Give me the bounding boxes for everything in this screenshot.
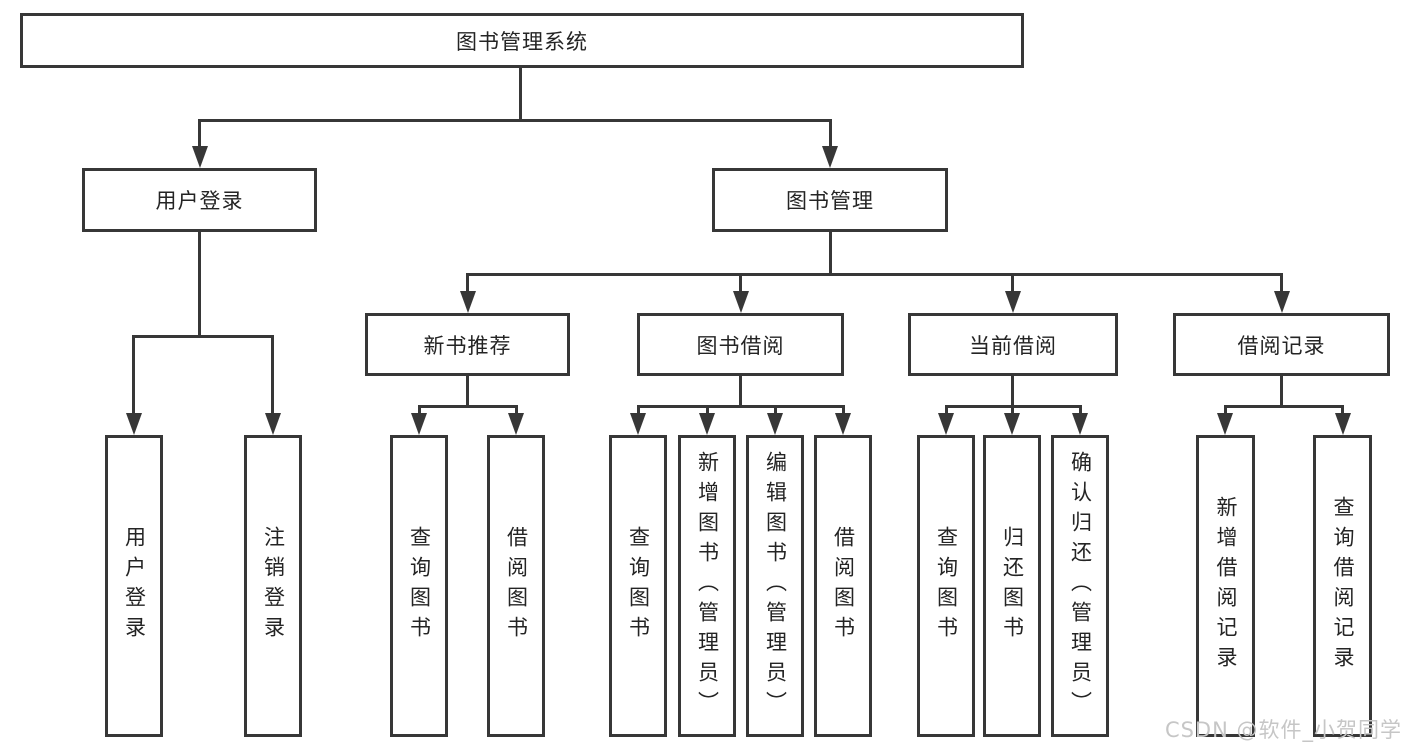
node-label: 编辑图书（管理员） — [763, 451, 788, 721]
node-book-management: 图书管理 — [712, 168, 948, 232]
connector-group-stem — [466, 375, 469, 407]
node-label: 查询图书 — [407, 526, 432, 646]
node-borrowing-records: 借阅记录 — [1173, 313, 1390, 376]
node-current-borrowing: 当前借阅 — [908, 313, 1118, 376]
connector-to-leaf — [1224, 405, 1227, 419]
node-label: 图书管理系统 — [456, 29, 588, 54]
leaf-query-borrow-record: 查询借阅记录 — [1313, 435, 1372, 737]
arrowhead-down-icon — [1005, 291, 1021, 313]
connector-group-rail — [637, 405, 844, 408]
arrowhead-down-icon — [699, 413, 715, 435]
connector-to-leaf — [418, 405, 421, 419]
leaf-query-books: 查询图书 — [390, 435, 448, 737]
leaf-borrow-books-2: 借阅图书 — [814, 435, 872, 737]
node-label: 确认归还（管理员） — [1068, 451, 1093, 721]
leaf-add-books-admin: 新增图书（管理员） — [678, 435, 736, 737]
node-label: 新增借阅记录 — [1214, 496, 1238, 676]
arrowhead-down-icon — [1072, 413, 1088, 435]
connector-to-leaf — [774, 405, 777, 419]
node-label: 图书借阅 — [696, 333, 785, 358]
node-library-management-system: 图书管理系统 — [20, 13, 1024, 68]
node-label: 借阅图书 — [504, 526, 529, 646]
leaf-confirm-return-admin: 确认归还（管理员） — [1051, 435, 1109, 737]
arrowhead-down-icon — [192, 146, 208, 168]
connector-to-leaf — [132, 337, 135, 417]
connector-to-leaf — [1079, 405, 1082, 419]
connector-level3-rail — [466, 273, 1283, 276]
csdn-watermark: CSDN @软件_小贺同学 — [1164, 718, 1402, 742]
leaf-add-borrow-record: 新增借阅记录 — [1196, 435, 1255, 737]
connector-to-new-book — [466, 275, 469, 293]
connector-to-leaf — [1011, 405, 1014, 419]
leaf-query-books-2: 查询图书 — [609, 435, 667, 737]
node-label: 归还图书 — [1000, 526, 1025, 646]
connector-to-leaf — [515, 405, 518, 419]
node-user-login: 用户登录 — [82, 168, 317, 232]
arrowhead-down-icon — [126, 413, 142, 435]
connector-root-trunk — [519, 66, 522, 121]
arrowhead-down-icon — [835, 413, 851, 435]
connector-to-user-login — [198, 121, 201, 149]
connector-to-current-borrowing — [1011, 275, 1014, 293]
connector-group-stem — [739, 375, 742, 407]
connector-to-borrow-records — [1280, 275, 1283, 293]
arrowhead-down-icon — [411, 413, 427, 435]
connector-group-rail — [418, 405, 518, 408]
arrowhead-down-icon — [460, 291, 476, 313]
node-label: 注销登录 — [261, 526, 286, 646]
leaf-edit-books-admin: 编辑图书（管理员） — [746, 435, 804, 737]
arrowhead-down-icon — [767, 413, 783, 435]
connector-user-login-stem — [198, 231, 201, 337]
leaf-user-login: 用户登录 — [105, 435, 163, 737]
connector-to-leaf — [842, 405, 845, 419]
node-label: 新增图书（管理员） — [695, 451, 720, 721]
leaf-return-books: 归还图书 — [983, 435, 1041, 737]
leaf-logout-login: 注销登录 — [244, 435, 302, 737]
connector-group-stem — [1011, 375, 1014, 407]
arrowhead-down-icon — [822, 146, 838, 168]
node-label: 当前借阅 — [969, 333, 1057, 358]
leaf-query-books-3: 查询图书 — [917, 435, 975, 737]
node-label: 用户登录 — [122, 526, 147, 646]
connector-to-leaf — [271, 337, 274, 417]
arrowhead-down-icon — [1274, 291, 1290, 313]
node-label: 借阅记录 — [1237, 333, 1326, 358]
node-label: 图书管理 — [786, 189, 874, 213]
connector-group-rail — [1224, 405, 1344, 408]
connector-to-leaf — [706, 405, 709, 419]
node-label: 查询借阅记录 — [1331, 496, 1355, 676]
connector-group-stem — [1280, 375, 1283, 407]
connector-to-leaf — [945, 405, 948, 419]
arrowhead-down-icon — [1004, 413, 1020, 435]
connector-user-login-rail — [132, 335, 274, 338]
arrowhead-down-icon — [1335, 413, 1351, 435]
leaf-borrow-books: 借阅图书 — [487, 435, 545, 737]
node-label: 新书推荐 — [423, 333, 512, 358]
arrowhead-down-icon — [630, 413, 646, 435]
node-label: 查询图书 — [626, 526, 651, 646]
node-book-borrowing: 图书借阅 — [637, 313, 844, 376]
node-new-book-recommend: 新书推荐 — [365, 313, 570, 376]
node-label: 用户登录 — [155, 189, 244, 213]
connector-to-book-management — [829, 121, 832, 149]
connector-to-leaf — [1341, 405, 1344, 419]
arrowhead-down-icon — [508, 413, 524, 435]
node-label: 借阅图书 — [831, 526, 856, 646]
node-label: 查询图书 — [934, 526, 959, 646]
arrowhead-down-icon — [265, 413, 281, 435]
arrowhead-down-icon — [938, 413, 954, 435]
arrowhead-down-icon — [733, 291, 749, 313]
connector-level2-rail — [198, 119, 832, 122]
connector-to-book-borrowing — [739, 275, 742, 293]
arrowhead-down-icon — [1217, 413, 1233, 435]
connector-to-leaf — [637, 405, 640, 419]
connector-book-management-stem — [829, 231, 832, 275]
